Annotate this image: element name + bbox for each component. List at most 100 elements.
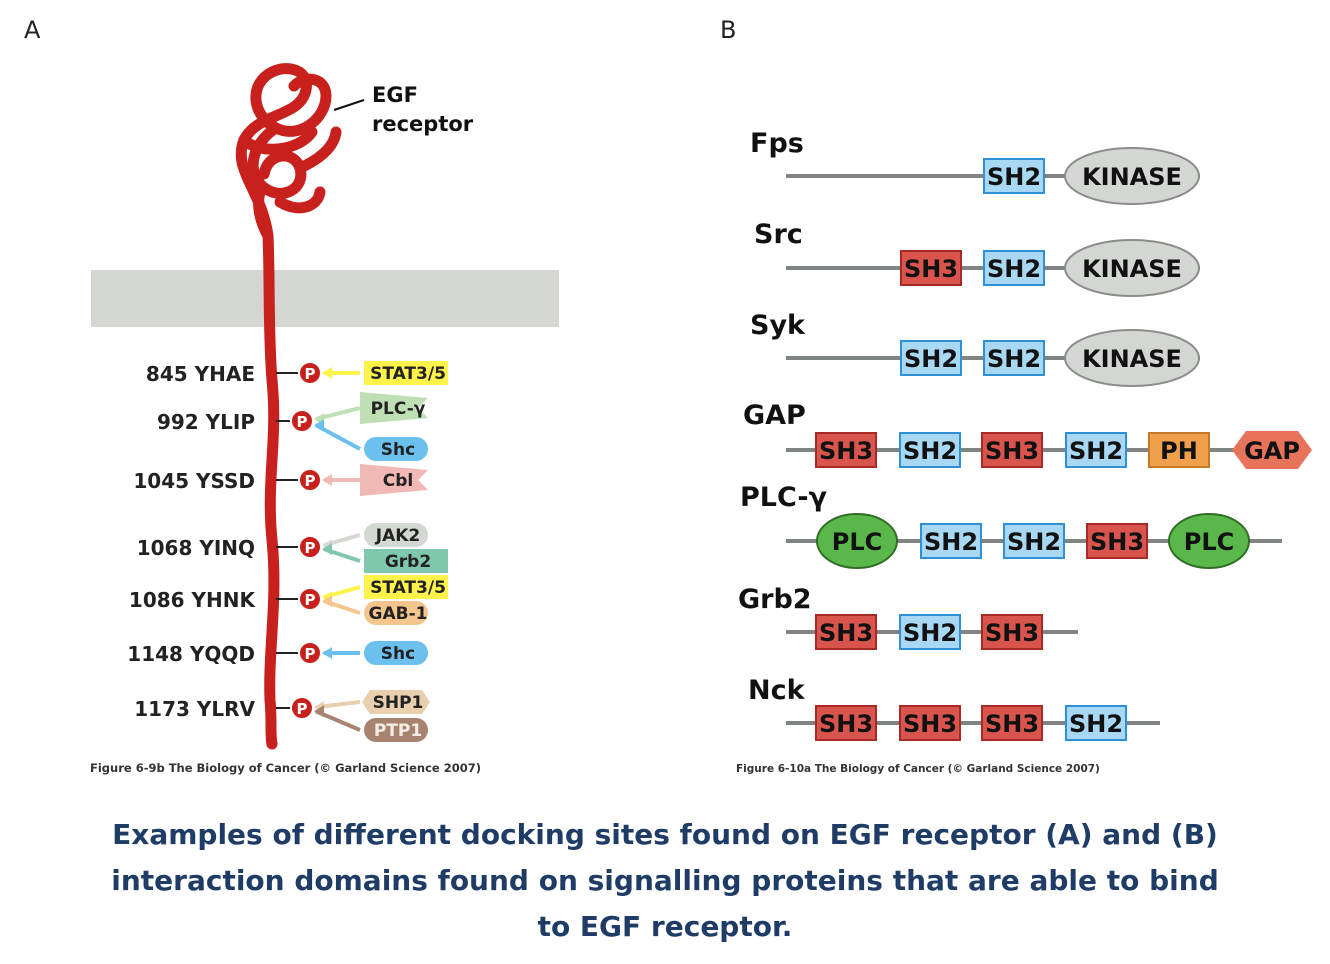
domain-kinase-label: KINASE bbox=[1082, 345, 1182, 373]
domain-sh3-label: SH3 bbox=[1090, 528, 1144, 556]
domain-kinase-label: KINASE bbox=[1082, 163, 1182, 191]
phospho-badge-label: P bbox=[297, 413, 308, 431]
domain-sh2-box bbox=[1065, 432, 1127, 468]
domain-plc-label: PLC bbox=[832, 528, 883, 556]
domain-sh3-label: SH3 bbox=[819, 710, 873, 738]
domain-sh2-label: SH2 bbox=[1069, 437, 1123, 465]
domain-sh3-label: SH3 bbox=[819, 619, 873, 647]
domain-plc-box bbox=[816, 513, 898, 569]
domain-sh3-label: SH3 bbox=[819, 437, 873, 465]
domain-sh3-label: SH3 bbox=[903, 710, 957, 738]
domain-sh2-box bbox=[1003, 523, 1065, 559]
cell-membrane bbox=[91, 270, 559, 327]
domain-sh3-box bbox=[1086, 523, 1148, 559]
partner-stat3-5-shape bbox=[364, 575, 448, 599]
domain-sh2-box bbox=[983, 158, 1045, 194]
phospho-badge bbox=[290, 696, 314, 720]
caption-line-1: Examples of different docking sites foun… bbox=[112, 818, 1218, 851]
domain-kinase-box bbox=[1064, 239, 1200, 297]
partner-shp1-shape bbox=[362, 690, 430, 714]
site-label-1086-yhnk: 1086 YHNK bbox=[129, 588, 257, 612]
phospho-badge-label: P bbox=[305, 539, 316, 557]
egf-receptor-knot bbox=[235, 63, 342, 242]
domain-sh3-box bbox=[981, 705, 1043, 741]
domain-sh2-box bbox=[900, 340, 962, 376]
partner-shc-label: Shc bbox=[381, 440, 415, 460]
partner-stat3-5-shape bbox=[364, 361, 448, 385]
site-label-992-ylip: 992 YLIP bbox=[157, 410, 255, 434]
partner-gab-1-arrowhead bbox=[322, 595, 332, 608]
partner-grb2-arrowhead bbox=[322, 543, 332, 556]
domain-sh2-box bbox=[899, 432, 961, 468]
partner-gab-1-label: GAB-1 bbox=[369, 604, 428, 624]
phospho-badge-label: P bbox=[297, 700, 308, 718]
domain-sh2-label: SH2 bbox=[904, 345, 958, 373]
domain-sh2-label: SH2 bbox=[924, 528, 978, 556]
phospho-badge bbox=[298, 535, 322, 559]
protein-name-gap: GAP bbox=[743, 400, 806, 431]
protein-name-grb2: Grb2 bbox=[738, 584, 812, 615]
partner-ptp1-arrowhead bbox=[314, 705, 324, 718]
caption-line-2: interaction domains found on signalling … bbox=[111, 864, 1219, 897]
domain-kinase-box bbox=[1064, 329, 1200, 387]
domain-sh2-box bbox=[1065, 705, 1127, 741]
caption-line-3: to EGF receptor. bbox=[537, 910, 793, 943]
domain-plc-box bbox=[1168, 513, 1250, 569]
domain-sh2-label: SH2 bbox=[987, 255, 1041, 283]
partner-gab-1-shape bbox=[364, 601, 428, 625]
protein-name-nck: Nck bbox=[748, 675, 806, 706]
site-label-1173-ylrv: 1173 YLRV bbox=[134, 697, 255, 721]
partner-ptp1-shape bbox=[364, 718, 428, 742]
domain-sh2-label: SH2 bbox=[903, 437, 957, 465]
domain-sh3-box bbox=[815, 705, 877, 741]
domain-sh3-box bbox=[899, 705, 961, 741]
domain-sh3-label: SH3 bbox=[904, 255, 958, 283]
domain-sh2-box bbox=[983, 340, 1045, 376]
protein-name-src: Src bbox=[754, 219, 803, 250]
partner-ptp1-label: PTP1 bbox=[374, 721, 422, 741]
protein-name-syk: Syk bbox=[750, 310, 806, 341]
domain-sh2-label: SH2 bbox=[1007, 528, 1061, 556]
partner-plc-label: PLC-γ bbox=[371, 399, 426, 419]
partner-jak2-shape bbox=[364, 523, 428, 547]
panel-a-credit: Figure 6-9b The Biology of Cancer (© Gar… bbox=[90, 761, 481, 775]
domain-sh3-label: SH3 bbox=[985, 437, 1039, 465]
partner-cbl-shape bbox=[360, 464, 428, 496]
partner-cbl-label: Cbl bbox=[383, 471, 413, 491]
site-label-1148-yqqd: 1148 YQQD bbox=[127, 642, 255, 666]
partner-shp1-label: SHP1 bbox=[373, 693, 424, 713]
partner-jak2-label: JAK2 bbox=[375, 526, 420, 546]
domain-sh3-box bbox=[981, 614, 1043, 650]
partner-plc-shape bbox=[360, 392, 428, 424]
domain-kinase-box bbox=[1064, 147, 1200, 205]
protein-name-fps: Fps bbox=[750, 128, 804, 159]
phospho-badge bbox=[298, 587, 322, 611]
phospho-badge bbox=[290, 409, 314, 433]
partner-shc-label: Shc bbox=[381, 644, 415, 664]
domain-plc-label: PLC bbox=[1184, 528, 1235, 556]
domain-sh2-box bbox=[899, 614, 961, 650]
domain-sh2-box bbox=[983, 250, 1045, 286]
domain-sh3-label: SH3 bbox=[985, 619, 1039, 647]
figure-caption: Examples of different docking sites foun… bbox=[60, 812, 1270, 950]
domain-sh3-box bbox=[815, 432, 877, 468]
phospho-badge-label: P bbox=[305, 365, 316, 383]
site-label-845-yhae: 845 YHAE bbox=[146, 362, 255, 386]
partner-stat3-5-arrowhead bbox=[322, 367, 332, 379]
domain-kinase-label: KINASE bbox=[1082, 255, 1182, 283]
domain-sh2-label: SH2 bbox=[987, 163, 1041, 191]
receptor-label-line-2: receptor bbox=[372, 112, 474, 136]
partner-stat3-5-label: STAT3/5 bbox=[370, 578, 446, 598]
domain-sh2-label: SH2 bbox=[987, 345, 1041, 373]
partner-shc-shape bbox=[364, 437, 428, 461]
partner-shc-arrowhead bbox=[322, 647, 332, 659]
partner-grb2-shape bbox=[364, 549, 448, 573]
receptor-label-line bbox=[333, 99, 365, 111]
egf-receptor-stalk bbox=[262, 230, 280, 750]
phospho-badge bbox=[298, 641, 322, 665]
panel-b-letter: B bbox=[720, 16, 737, 44]
domain-sh2-label: SH2 bbox=[903, 619, 957, 647]
